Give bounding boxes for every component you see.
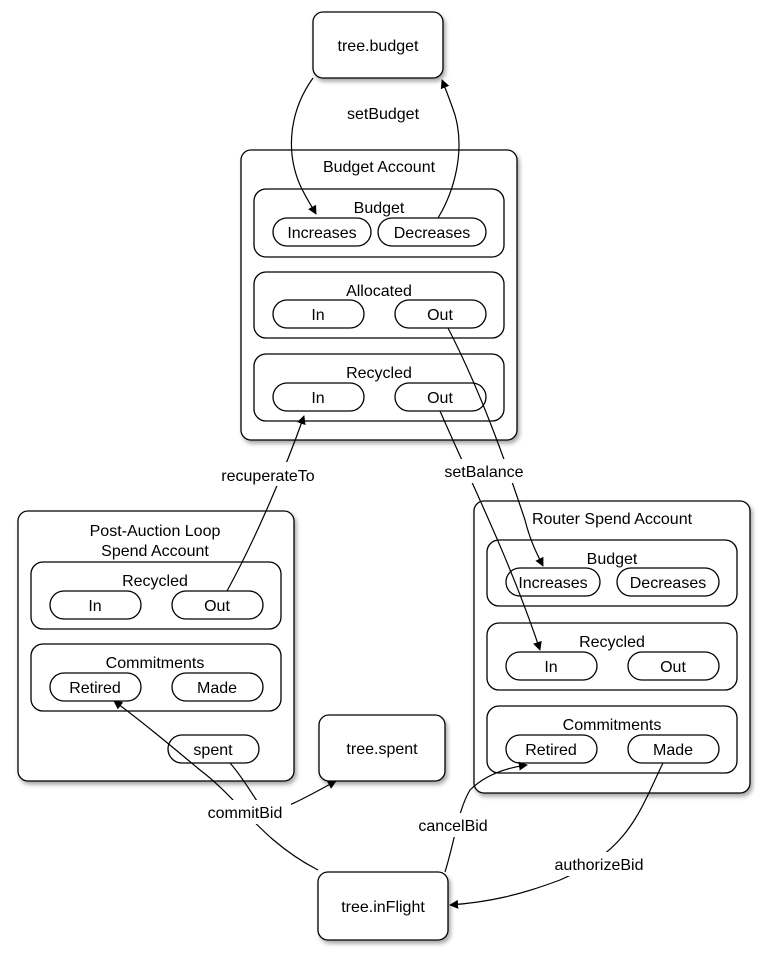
edge-set-balance-recycled bbox=[439, 410, 542, 651]
rs-budget-decreases-label: Decreases bbox=[630, 575, 706, 592]
tree-spent-node[interactable] bbox=[318, 714, 446, 782]
edge-label-set-balance: setBalance bbox=[444, 464, 523, 481]
rs-budget-increases-label: Increases bbox=[518, 575, 587, 592]
ba-recycled-in-label: In bbox=[311, 390, 324, 407]
edge-commit-bid-retired bbox=[113, 700, 319, 871]
pa-recycled-title: Recycled bbox=[122, 573, 188, 590]
pa-commitments-retired-pill[interactable] bbox=[49, 672, 142, 702]
budget-account-title: Budget Account bbox=[323, 159, 436, 176]
rs-recycled-in-pill[interactable] bbox=[505, 651, 598, 681]
rs-commitments-retired-pill[interactable] bbox=[505, 734, 598, 764]
post-auction-title-line2: Spend Account bbox=[101, 543, 209, 560]
ba-allocated-title: Allocated bbox=[346, 283, 412, 300]
edge-set-budget-up bbox=[437, 79, 460, 219]
rs-recycled-in-label: In bbox=[544, 659, 557, 676]
edge-set-balance-allocated bbox=[447, 327, 544, 567]
tree-budget-label: tree.budget bbox=[338, 38, 420, 55]
ba-budget-decreases-pill[interactable] bbox=[377, 217, 487, 247]
rs-recycled-out-pill[interactable] bbox=[627, 651, 720, 681]
rs-recycled-out-label: Out bbox=[660, 659, 686, 676]
tree-inflight-node[interactable] bbox=[317, 871, 449, 941]
rs-budget-increases-pill[interactable] bbox=[505, 567, 601, 597]
rs-budget-decreases-pill[interactable] bbox=[616, 567, 720, 597]
pa-commitments-title: Commitments bbox=[106, 655, 205, 672]
ba-budget-title: Budget bbox=[354, 200, 405, 217]
edge-recuperate-to bbox=[226, 415, 306, 592]
rs-commitments-title: Commitments bbox=[563, 717, 662, 734]
pa-commitments-retired-label: Retired bbox=[69, 680, 121, 697]
pa-commitments-made-pill[interactable] bbox=[171, 672, 264, 702]
pa-recycled-in-pill[interactable] bbox=[49, 590, 142, 620]
ba-budget-decreases-label: Decreases bbox=[394, 225, 470, 242]
pa-commitments-made-label: Made bbox=[197, 680, 237, 697]
rs-recycled-title: Recycled bbox=[579, 634, 645, 651]
edge-set-budget-down bbox=[290, 77, 317, 215]
ba-budget-increases-label: Increases bbox=[287, 225, 356, 242]
tree-spent-label: tree.spent bbox=[346, 741, 418, 758]
ba-budget-increases-pill[interactable] bbox=[272, 217, 372, 247]
tree-inflight-label: tree.inFlight bbox=[341, 899, 425, 916]
pa-spent-label: spent bbox=[193, 742, 233, 759]
rs-commitments-made-label: Made bbox=[653, 742, 693, 759]
post-auction-title-line1: Post-Auction Loop bbox=[90, 523, 221, 540]
edge-authorize-bid bbox=[449, 762, 664, 909]
rs-budget-title: Budget bbox=[587, 551, 638, 568]
ba-allocated-out-label: Out bbox=[427, 307, 453, 324]
router-spend-title: Router Spend Account bbox=[532, 511, 693, 528]
edge-label-recuperate-to: recuperateTo bbox=[221, 468, 314, 485]
edge-label-set-budget: setBudget bbox=[347, 106, 420, 123]
ba-recycled-out-label: Out bbox=[427, 390, 453, 407]
edge-label-commit-bid: commitBid bbox=[208, 805, 283, 822]
rs-commitments-made-pill[interactable] bbox=[627, 734, 720, 764]
edge-label-cancel-bid: cancelBid bbox=[418, 818, 487, 835]
ba-allocated-in-pill[interactable] bbox=[272, 299, 365, 329]
ba-allocated-out-pill[interactable] bbox=[394, 299, 487, 329]
pa-spent-pill[interactable] bbox=[167, 734, 260, 764]
ba-recycled-in-pill[interactable] bbox=[272, 382, 365, 412]
rs-commitments-retired-label: Retired bbox=[525, 742, 577, 759]
pa-recycled-in-label: In bbox=[88, 598, 101, 615]
edge-label-authorize-bid: authorizeBid bbox=[555, 857, 644, 874]
ba-recycled-title: Recycled bbox=[346, 365, 412, 382]
tree-budget-node[interactable] bbox=[312, 11, 444, 79]
edge-cancel-bid bbox=[444, 761, 528, 873]
ba-allocated-in-label: In bbox=[311, 307, 324, 324]
pa-recycled-out-label: Out bbox=[204, 598, 230, 615]
pa-recycled-out-pill[interactable] bbox=[171, 590, 264, 620]
